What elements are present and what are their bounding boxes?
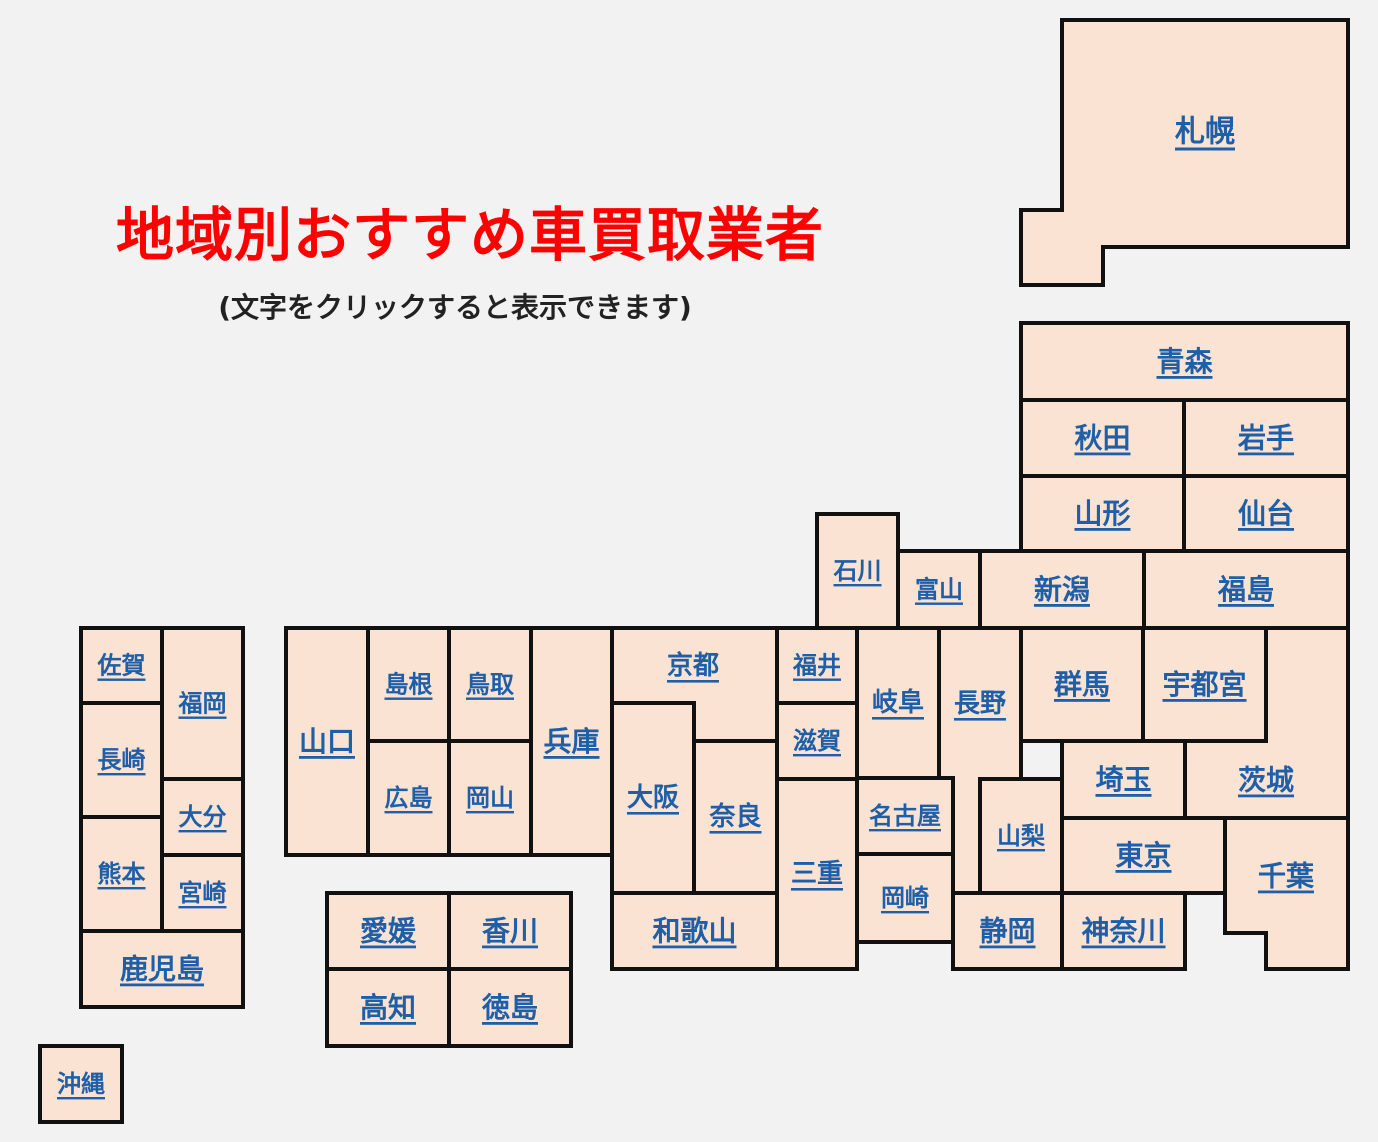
region-link-okazaki[interactable]: 岡崎 <box>881 884 929 912</box>
region-link-mie[interactable]: 三重 <box>791 859 843 889</box>
region-link-tokyo[interactable]: 東京 <box>1115 839 1171 872</box>
region-link-saitama[interactable]: 埼玉 <box>1095 763 1151 796</box>
region-okazaki <box>855 852 955 944</box>
region-link-aomori[interactable]: 青森 <box>1156 345 1213 378</box>
region-link-shiga[interactable]: 滋賀 <box>793 727 841 755</box>
region-osaka <box>610 701 696 895</box>
region-link-yamaguchi[interactable]: 山口 <box>299 725 355 758</box>
region-tottori <box>447 626 533 743</box>
region-link-nara[interactable]: 奈良 <box>708 801 761 832</box>
region-link-fukushima[interactable]: 福島 <box>1217 573 1274 606</box>
region-yamaguchi <box>284 626 370 857</box>
region-link-sendai[interactable]: 仙台 <box>1238 497 1294 530</box>
region-nagoya <box>855 776 955 856</box>
region-link-nagoya[interactable]: 名古屋 <box>869 802 941 830</box>
region-link-iwate[interactable]: 岩手 <box>1237 422 1294 455</box>
region-link-tokushima[interactable]: 徳島 <box>481 991 538 1024</box>
region-link-fukui[interactable]: 福井 <box>792 652 841 680</box>
region-gifu <box>855 626 941 780</box>
region-link-kumamoto[interactable]: 熊本 <box>98 860 146 888</box>
region-link-nagasaki[interactable]: 長崎 <box>98 746 146 774</box>
region-nagasaki <box>79 701 164 819</box>
region-link-kyoto[interactable]: 京都 <box>667 650 719 681</box>
region-link-wakayama[interactable]: 和歌山 <box>652 915 736 948</box>
region-link-hiroshima[interactable]: 広島 <box>385 784 433 812</box>
region-link-oita[interactable]: 大分 <box>179 803 227 831</box>
region-tokyo <box>1060 816 1227 895</box>
region-link-ehime[interactable]: 愛媛 <box>360 915 417 948</box>
region-link-hyogo[interactable]: 兵庫 <box>543 725 599 758</box>
region-oita <box>160 777 245 857</box>
region-sapporo <box>1019 18 1350 287</box>
region-okinawa <box>38 1044 124 1124</box>
region-link-yamagata[interactable]: 山形 <box>1074 497 1130 530</box>
region-kochi <box>325 967 451 1048</box>
region-shizuoka <box>951 891 1064 971</box>
page-subtitle: (文字をクリックすると表示できます) <box>218 291 692 324</box>
region-link-sapporo[interactable]: 札幌 <box>1175 115 1235 150</box>
region-mie <box>775 777 859 971</box>
region-ehime <box>325 891 451 971</box>
region-link-shimane[interactable]: 島根 <box>385 671 433 699</box>
region-link-ibaraki[interactable]: 茨城 <box>1238 764 1294 797</box>
region-link-toyama[interactable]: 富山 <box>915 576 963 604</box>
region-link-shizuoka[interactable]: 静岡 <box>979 915 1035 948</box>
region-link-fukuoka[interactable]: 福岡 <box>178 690 227 718</box>
page-title: 地域別おすすめ車買取業者 <box>115 201 824 269</box>
region-aomori <box>1019 321 1350 402</box>
region-link-chiba[interactable]: 千葉 <box>1258 860 1315 893</box>
region-kanagawa <box>1060 891 1187 971</box>
region-link-okinawa[interactable]: 沖縄 <box>57 1070 105 1098</box>
region-gunma <box>1019 626 1145 743</box>
region-link-gunma[interactable]: 群馬 <box>1054 668 1110 701</box>
region-link-kagoshima[interactable]: 鹿児島 <box>120 953 204 986</box>
region-wakayama <box>610 891 779 971</box>
region-tokushima <box>447 967 573 1048</box>
region-link-kochi[interactable]: 高知 <box>360 991 416 1024</box>
region-link-kanagawa[interactable]: 神奈川 <box>1081 915 1165 948</box>
region-link-kagawa[interactable]: 香川 <box>482 915 538 948</box>
region-ishikawa <box>815 512 900 630</box>
region-link-tottori[interactable]: 鳥取 <box>466 671 514 699</box>
region-link-niigata[interactable]: 新潟 <box>1034 573 1090 606</box>
region-kagoshima <box>79 929 245 1009</box>
region-link-akita[interactable]: 秋田 <box>1074 422 1130 455</box>
region-link-yamanashi[interactable]: 山梨 <box>997 822 1045 850</box>
region-link-osaka[interactable]: 大阪 <box>627 783 679 813</box>
region-link-utsunomiya[interactable]: 宇都宮 <box>1162 668 1246 701</box>
region-link-nagano[interactable]: 長野 <box>954 689 1006 719</box>
region-fukuoka <box>160 626 245 781</box>
region-link-ishikawa[interactable]: 石川 <box>833 557 882 585</box>
region-chiba <box>1223 816 1350 971</box>
region-okayama <box>447 739 533 857</box>
region-link-okayama[interactable]: 岡山 <box>466 784 514 812</box>
region-link-gifu[interactable]: 岐阜 <box>872 688 924 718</box>
region-hiroshima <box>366 739 451 857</box>
region-kagawa <box>447 891 573 971</box>
region-utsunomiya <box>1141 626 1268 743</box>
region-link-miyazaki[interactable]: 宮崎 <box>179 879 227 907</box>
region-niigata <box>978 549 1146 630</box>
region-link-saga[interactable]: 佐賀 <box>97 652 146 680</box>
